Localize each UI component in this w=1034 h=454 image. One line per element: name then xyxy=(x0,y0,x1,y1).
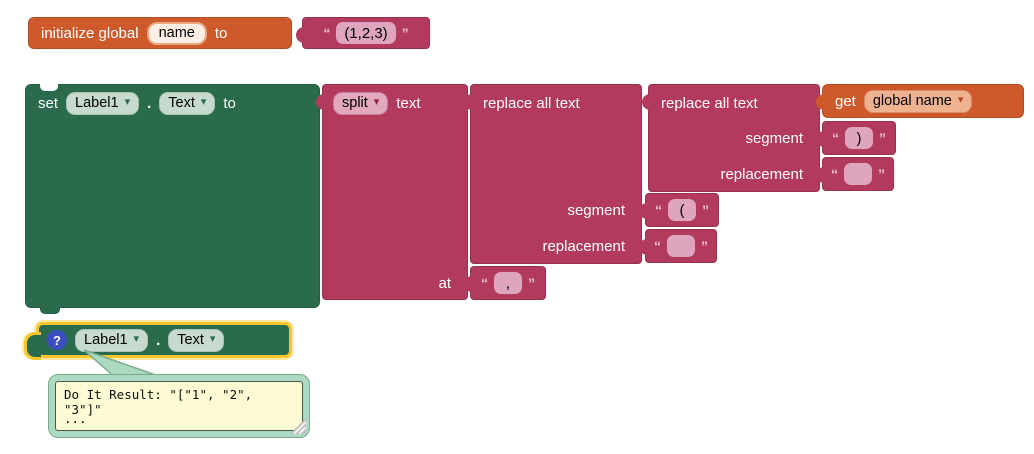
statement-bottom-tab xyxy=(40,306,60,314)
tooltip-ellipsis: ... xyxy=(64,411,87,426)
label-text-getter-block[interactable]: ? Label1 . Text xyxy=(24,322,292,360)
component-dropdown[interactable]: Label1 xyxy=(66,91,140,115)
tooltip-content: Do It Result: "["1", "2", "3"]" ... xyxy=(55,381,303,431)
replace-all-text-block-outer[interactable]: replace all text segment replacement xyxy=(464,84,642,264)
component-dropdown[interactable]: Label1 xyxy=(75,328,149,352)
text-string-block-init-value[interactable]: “ (1,2,3) ” xyxy=(296,17,430,49)
property-dropdown[interactable]: Text xyxy=(168,328,225,352)
open-quote: “ xyxy=(655,202,662,218)
initialize-global-label: initialize global xyxy=(41,24,139,42)
do-it-result-tooltip: Do It Result: "["1", "2", "3"]" ... xyxy=(48,374,310,438)
text-string-block-empty-outer[interactable]: “ ” xyxy=(639,229,717,263)
get-variable-block[interactable]: get global name xyxy=(816,84,1024,118)
to-label: to xyxy=(214,24,228,42)
tooltip-result-text: Do It Result: "["1", "2", "3"]" xyxy=(64,387,253,417)
close-quote: ” xyxy=(401,25,409,41)
replacement-label: replacement xyxy=(542,238,625,255)
open-quote: “ xyxy=(654,238,661,254)
replace-all-text-label: replace all text xyxy=(483,94,580,112)
to-label: to xyxy=(223,94,236,112)
text-string-block-empty-inner[interactable]: “ ” xyxy=(816,157,894,191)
segment-label: segment xyxy=(567,202,625,219)
text-value-field[interactable]: , xyxy=(494,272,522,294)
replacement-label: replacement xyxy=(720,166,803,183)
text-value-field[interactable]: ( xyxy=(668,199,696,221)
variable-name-field[interactable]: name xyxy=(146,21,207,45)
dot-separator: . xyxy=(156,331,161,349)
split-text-label: text xyxy=(396,94,421,112)
split-at-label: at xyxy=(438,275,451,292)
value-output-plug xyxy=(24,332,41,360)
statement-top-notch xyxy=(40,84,58,91)
replace-all-text-label: replace all text xyxy=(661,94,758,112)
text-string-block-close-paren[interactable]: “ ) ” xyxy=(816,121,896,155)
property-dropdown[interactable]: Text xyxy=(159,91,216,115)
close-quote: ” xyxy=(702,202,709,218)
text-value-field[interactable] xyxy=(844,163,872,185)
text-string-block-comma[interactable]: “ , ” xyxy=(464,266,546,300)
set-label-text-block[interactable]: set Label1 . Text to xyxy=(25,84,320,314)
split-mode-dropdown[interactable]: split xyxy=(333,91,389,115)
help-icon[interactable]: ? xyxy=(47,330,67,350)
set-label: set xyxy=(38,94,59,112)
open-quote: “ xyxy=(831,166,838,182)
get-label: get xyxy=(835,92,856,110)
close-quote: ” xyxy=(528,275,535,291)
open-quote: “ xyxy=(481,275,488,291)
open-quote: “ xyxy=(323,25,331,41)
close-quote: ” xyxy=(878,166,885,182)
dot-separator: . xyxy=(147,94,152,112)
open-quote: “ xyxy=(832,130,839,146)
split-block[interactable]: split text at xyxy=(316,84,468,300)
initialize-global-block[interactable]: initialize global name to xyxy=(28,17,292,49)
segment-label: segment xyxy=(745,130,803,147)
text-string-block-open-paren[interactable]: “ ( ” xyxy=(639,193,719,227)
close-quote: ” xyxy=(879,130,886,146)
resize-grip-icon[interactable] xyxy=(290,418,306,434)
close-quote: ” xyxy=(701,238,708,254)
text-value-field[interactable] xyxy=(667,235,695,257)
text-value-field[interactable]: ) xyxy=(845,127,873,149)
replace-all-text-block-inner[interactable]: replace all text segment replacement xyxy=(642,84,820,192)
variable-dropdown[interactable]: global name xyxy=(863,89,973,113)
text-value-field[interactable]: (1,2,3) xyxy=(336,22,396,44)
